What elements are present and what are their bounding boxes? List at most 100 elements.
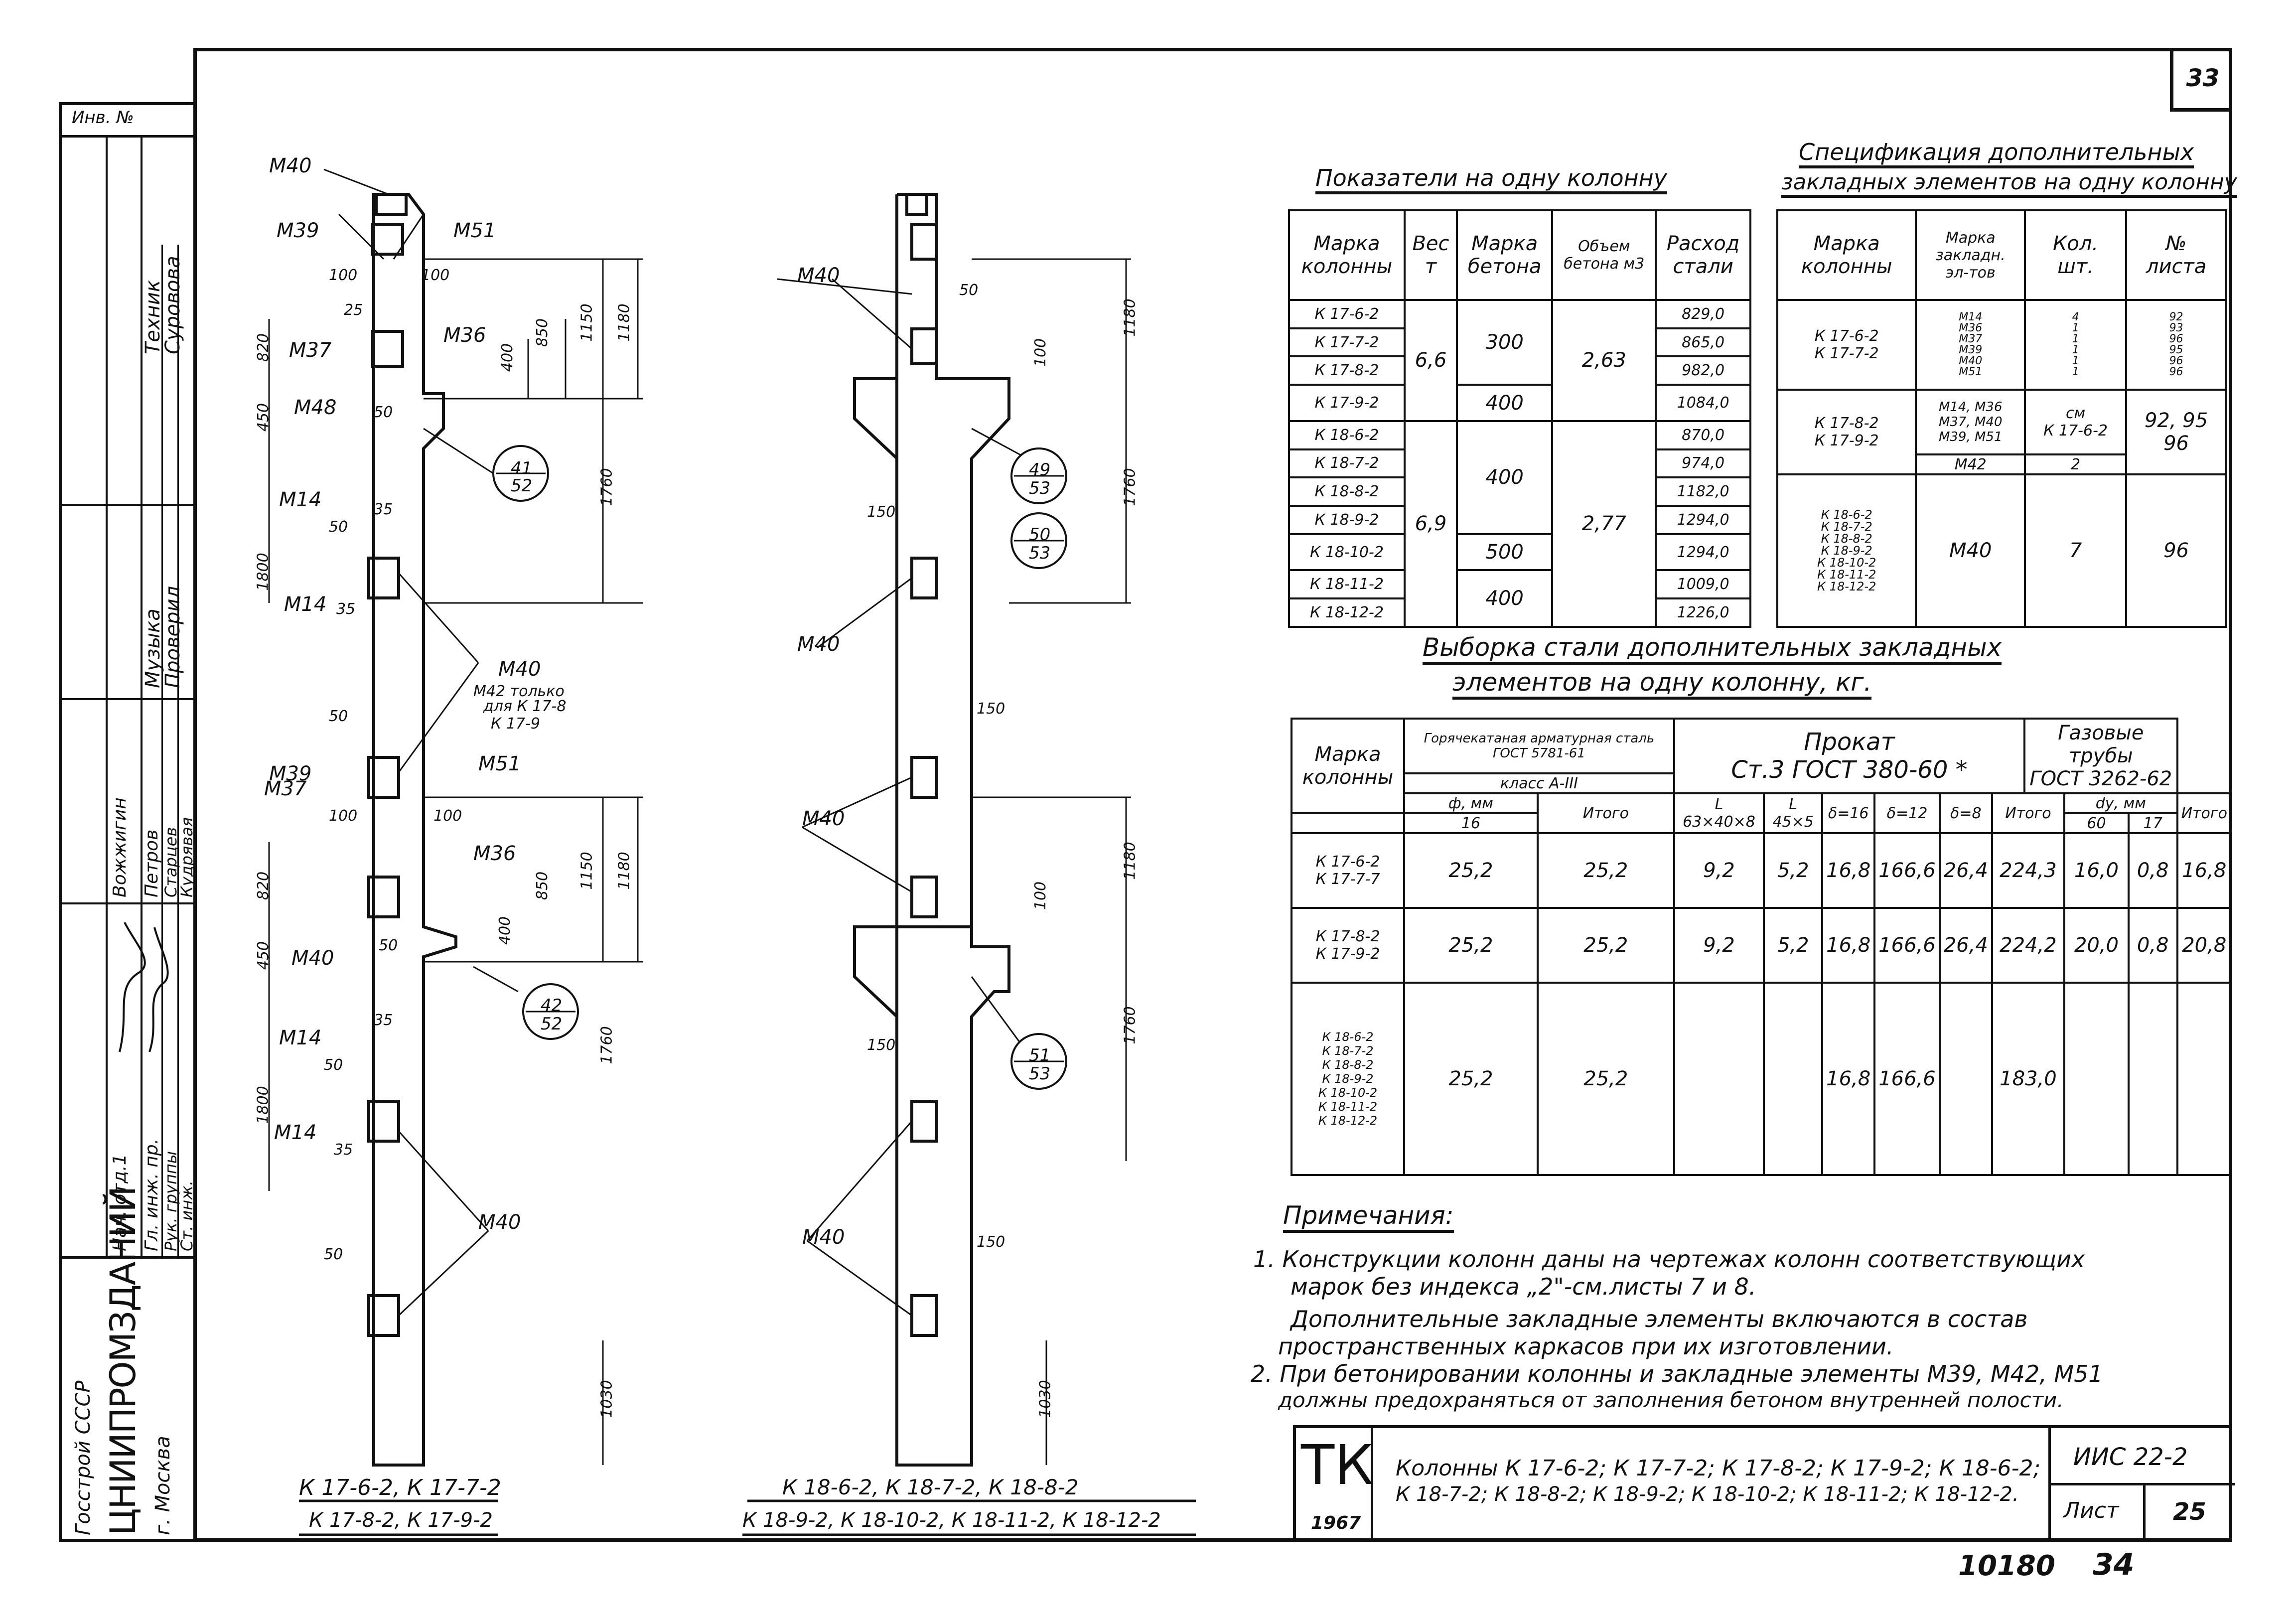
d1-d100b: 100 <box>421 267 450 284</box>
t3-h-blank <box>1291 812 1405 834</box>
t1-volume: 2,63 <box>1551 299 1657 422</box>
t3-h-itogo: Итого <box>1536 792 1675 834</box>
d1-m51: М51 <box>453 219 496 242</box>
d1-m40c: М40 <box>291 947 334 970</box>
t1-steel: 1294,0 <box>1655 505 1751 535</box>
t3-h-L2: L 45×5 <box>1763 792 1824 834</box>
d1-d850b: 850 <box>534 871 552 900</box>
d1-m39b: М39 <box>269 762 312 785</box>
d2-caption1: К 18-6-2, К 18-7-2, К 18-8-2 <box>782 1475 1079 1499</box>
t3-h-mark: Марка колонны <box>1291 718 1405 814</box>
d1-m42note3: К 17-9 <box>491 715 540 733</box>
t3-cell <box>1673 982 1765 1176</box>
tk-year: 1967 <box>1311 1513 1361 1533</box>
t2-r3-sheets: 96 <box>2125 473 2227 628</box>
t3-cell: 224,2 <box>1991 907 2066 984</box>
d2-d150d: 150 <box>977 1233 1005 1251</box>
d1-d100c: 100 <box>329 807 358 825</box>
t3-h-phi: ф, мм <box>1403 792 1539 814</box>
d1-d50d: 50 <box>379 937 398 954</box>
t3-cell: 25,2 <box>1403 907 1539 984</box>
t3-cell: 20,8 <box>2176 907 2233 984</box>
t1-mark: К 17-6-2 <box>1288 299 1406 329</box>
left-stamp: Инв. № Нач. отд.1 Гл. инж. пр. Рук. груп… <box>59 102 196 1542</box>
footer-num: 34 <box>2093 1547 2135 1582</box>
t1-mark: К 18-7-2 <box>1288 448 1406 479</box>
d1-m40d: М40 <box>478 1211 521 1234</box>
d1-d1030: 1030 <box>598 1380 616 1418</box>
t3-h-dy: dу, мм <box>2063 792 2178 814</box>
t3-cell: 20,0 <box>2063 907 2130 984</box>
column2-outline <box>853 194 1010 1467</box>
t1-mark: К 18-12-2 <box>1288 597 1406 628</box>
t3-h-16: 16 <box>1403 812 1539 834</box>
tb-desc1: Колонны К 17-6-2; К 17-7-2; К 17-8-2; К … <box>1396 1456 2041 1481</box>
d2-d1760b: 1760 <box>1121 1006 1139 1044</box>
d1-d1150: 1150 <box>578 303 596 342</box>
note-2a: 2. При бетонировании колонны и закладные… <box>1251 1360 2103 1387</box>
t1-steel: 1226,0 <box>1655 597 1751 628</box>
t1-steel: 870,0 <box>1655 420 1751 450</box>
d1-d50b: 50 <box>329 518 348 536</box>
t1-weight: 6,9 <box>1403 420 1458 628</box>
t2-r2-qty2: 2 <box>2024 453 2128 475</box>
tb-desc2: К 18-7-2; К 18-8-2; К 18-9-2; К 18-10-2;… <box>1396 1483 2019 1506</box>
d1-d1800: 1800 <box>254 553 272 591</box>
t1-mark: К 18-8-2 <box>1288 476 1406 507</box>
table2-title2: закладных элементов на одну колонну <box>1781 169 2237 198</box>
d1-d400b: 400 <box>496 916 514 945</box>
signatures <box>119 922 169 1052</box>
t3-cell: 16,8 <box>1821 907 1876 984</box>
d2-m40c: М40 <box>802 807 845 830</box>
t3-cell: 25,2 <box>1403 982 1539 1176</box>
t3-cell <box>1938 982 1993 1176</box>
t3-cell: 224,3 <box>1991 832 2066 909</box>
t1-mark: К 17-7-2 <box>1288 327 1406 358</box>
d1-d1760b: 1760 <box>598 1026 616 1064</box>
t3-h-L1: L 63×40×8 <box>1673 792 1765 834</box>
d1-caption1: К 17-6-2, К 17-7-2 <box>299 1475 501 1500</box>
note-2b: должны предохраняться от заполнения бето… <box>1278 1388 2064 1412</box>
t1-mark: К 18-9-2 <box>1288 505 1406 535</box>
d2-d100b: 100 <box>1032 881 1050 910</box>
t3-cell: 16,0 <box>2063 832 2130 909</box>
inv-label: Инв. № <box>72 108 134 128</box>
d2-d100: 100 <box>1032 338 1050 367</box>
t3-cell <box>1763 982 1824 1176</box>
d1-m14c: М14 <box>279 1027 322 1049</box>
t3-h-60: 60 <box>2063 812 2130 834</box>
d1-d100d: 100 <box>433 807 462 825</box>
d1-d35b: 35 <box>336 600 356 618</box>
d1-d820: 820 <box>255 333 273 362</box>
d2-m40d: М40 <box>802 1226 845 1249</box>
d2-d1180b: 1180 <box>1121 842 1139 880</box>
t1-concrete: 400 <box>1456 569 1554 628</box>
d1-d35d: 35 <box>334 1141 353 1159</box>
d1-m37b: М37 <box>264 777 307 800</box>
d1-d35c: 35 <box>374 1012 393 1029</box>
d1-d850: 850 <box>534 318 552 347</box>
d1-m40-top: М40 <box>269 154 312 177</box>
d1-d1180: 1180 <box>615 303 633 342</box>
d1-d400: 400 <box>499 343 517 372</box>
table3-title2: элементов на одну колонну, кг. <box>1452 668 1872 700</box>
t3-cell: 5,2 <box>1763 832 1824 909</box>
d1-c52: 52 <box>511 476 533 496</box>
d1-d25: 25 <box>344 301 363 319</box>
d1-caption2: К 17-8-2, К 17-9-2 <box>309 1509 493 1532</box>
page-number-box: 33 <box>2170 48 2232 112</box>
t3-cell: 26,4 <box>1938 832 1993 909</box>
note-1c: Дополнительные закладные элементы включа… <box>1291 1306 2028 1332</box>
t3-cell: 25,2 <box>1536 907 1675 984</box>
t1-weight: 6,6 <box>1403 299 1458 422</box>
